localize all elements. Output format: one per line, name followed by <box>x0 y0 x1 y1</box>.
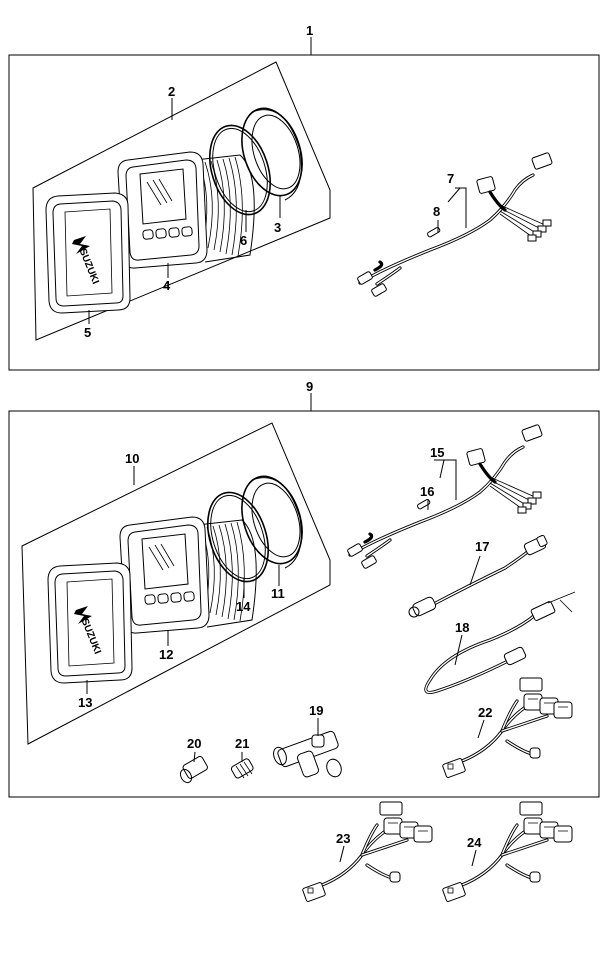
label-5: 5 <box>84 325 91 340</box>
label-1: 1 <box>306 23 313 38</box>
kit-1-frame <box>8 54 600 371</box>
label-3: 3 <box>274 220 281 235</box>
label-23: 23 <box>336 831 350 846</box>
terminator-21 <box>230 752 254 779</box>
label-8: 8 <box>433 204 440 219</box>
label-15: 15 <box>430 445 444 460</box>
y-harness-24 <box>440 800 574 904</box>
terminator-20 <box>179 751 208 784</box>
label-12: 12 <box>159 647 173 662</box>
nut-ring-3 <box>241 107 303 197</box>
y-harness-23 <box>300 800 434 904</box>
harness-15 <box>345 422 545 571</box>
label-9: 9 <box>306 379 313 394</box>
label-21: 21 <box>235 736 249 751</box>
label-6: 6 <box>240 233 247 248</box>
label-7: 7 <box>447 171 454 186</box>
label-13: 13 <box>78 695 92 710</box>
label-4: 4 <box>163 278 171 293</box>
label-17: 17 <box>475 539 489 554</box>
label-18: 18 <box>455 620 469 635</box>
kit-9-group: SUZUKI <box>8 379 600 798</box>
label-20: 20 <box>187 736 201 751</box>
leader-15-bracket <box>434 459 457 500</box>
label-10: 10 <box>125 451 139 466</box>
set-2-outline <box>32 61 331 341</box>
label-19: 19 <box>309 703 323 718</box>
t-connector-19 <box>273 718 342 778</box>
cable-18 <box>424 591 576 694</box>
cable-17 <box>408 534 548 618</box>
label-24: 24 <box>467 835 482 850</box>
label-14: 14 <box>236 599 251 614</box>
nut-ring-11 <box>241 475 303 565</box>
o-ring-14 <box>207 491 269 583</box>
label-2: 2 <box>168 84 175 99</box>
label-22: 22 <box>478 705 492 720</box>
label-11: 11 <box>271 586 285 601</box>
o-ring-6 <box>209 124 271 216</box>
kit-9-frame <box>8 410 600 798</box>
harness-7 <box>355 150 555 299</box>
y-harness-22 <box>440 676 574 780</box>
set-10-outline <box>21 422 331 745</box>
leader-7-bracket <box>447 187 467 228</box>
label-16: 16 <box>420 484 434 499</box>
kit-1-group: 1 2 3 4 5 6 7 8 SUZUKI <box>8 23 600 371</box>
